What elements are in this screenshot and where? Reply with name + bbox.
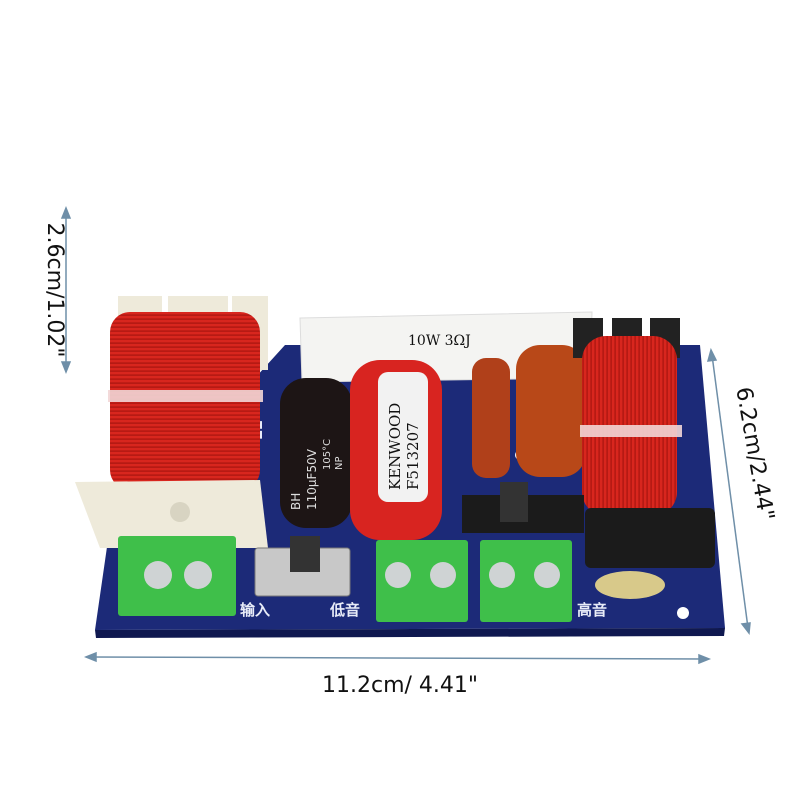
arrow-right-icon — [698, 653, 712, 665]
arrow-down-icon — [740, 622, 751, 635]
width-dimension-label: 6.2cm/2.44" — [730, 385, 778, 522]
capacitor-brand: BH — [289, 493, 303, 510]
arrow-down-icon — [60, 361, 72, 375]
slide-switch-right — [462, 482, 584, 533]
bobbin-base — [585, 508, 715, 568]
capacitor-rating: 110μF50V — [305, 448, 319, 510]
film-capacitor: KENWOOD F513207 — [350, 360, 442, 540]
slide-switch-left — [254, 536, 351, 597]
left-inductor — [75, 296, 268, 548]
terminal-screw — [534, 562, 560, 588]
arrow-up-icon — [706, 347, 718, 362]
terminal-screw — [144, 561, 172, 589]
film-cap-code: F513207 — [404, 422, 422, 490]
silkscreen-input-label: 输入 — [240, 601, 270, 619]
silkscreen-treble-label: 高音 — [577, 601, 607, 619]
terminal-screw — [184, 561, 212, 589]
height-dimension — [60, 205, 72, 375]
arrow-left-icon — [83, 651, 97, 663]
terminal-screw — [430, 562, 456, 588]
width-dimension — [706, 347, 751, 635]
terminal-block-treble — [480, 540, 572, 622]
polyester-capacitor — [472, 358, 510, 478]
terminal-screw — [385, 562, 411, 588]
film-cap-brand: KENWOOD — [386, 403, 404, 490]
silkscreen-bass-label: 低音 — [329, 601, 360, 619]
height-dimension-label: 2.6cm/1.02" — [42, 222, 67, 357]
pcb-edge — [95, 628, 725, 638]
capacitor-type: NP — [334, 456, 345, 470]
terminal-block-bass — [376, 540, 468, 622]
polyester-capacitor — [516, 345, 586, 477]
terminal-block-input — [118, 536, 236, 616]
arrow-up-icon — [60, 205, 72, 219]
terminal-screw — [489, 562, 515, 588]
width-dimension-line — [711, 354, 749, 629]
resistor-label: 10W 3ΩJ — [408, 333, 471, 349]
cable-tie — [580, 425, 682, 437]
electrolytic-capacitor: BH 110μF50V 105°C NP — [280, 378, 352, 528]
mounting-hole — [677, 607, 689, 619]
right-inductor — [573, 318, 715, 599]
capacitor-temp: 105°C — [322, 439, 333, 470]
glue-blob — [595, 571, 665, 599]
cable-tie — [108, 390, 263, 402]
length-dimension — [83, 651, 712, 665]
length-dimension-label: 11.2cm/ 4.41" — [322, 673, 478, 698]
